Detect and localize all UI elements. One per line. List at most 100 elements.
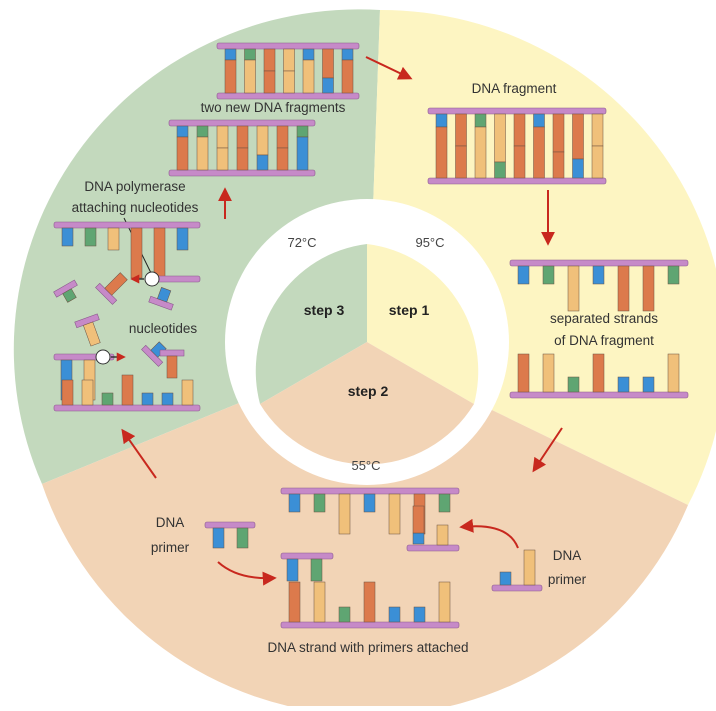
dna-polymerase bbox=[144, 271, 160, 287]
free-nucleotide bbox=[159, 349, 185, 379]
attached-primer-right-base bbox=[436, 524, 449, 546]
extension-strand-bottom-base bbox=[121, 374, 134, 406]
separated-strand-top-base bbox=[542, 265, 555, 285]
separated-strands-label-2: of DNA fragment bbox=[554, 333, 654, 348]
dna-fragment-base bbox=[474, 113, 487, 128]
new-fragment-bottom-base bbox=[276, 125, 289, 149]
free-primer-right-base bbox=[523, 549, 536, 586]
dna-fragment-base bbox=[435, 113, 448, 128]
step3-label: step 3 bbox=[304, 302, 345, 318]
separated-strand-top-base bbox=[667, 265, 680, 285]
step2-label: step 2 bbox=[348, 383, 389, 399]
dna-fragment-base bbox=[591, 113, 604, 147]
new-fragment-bottom-base bbox=[196, 125, 209, 138]
attached-primer-right-base bbox=[412, 505, 425, 534]
extension-strand-top-base bbox=[84, 227, 97, 247]
annealing-strand-bottom-base bbox=[388, 606, 401, 623]
two-new-fragments-label: two new DNA fragments bbox=[201, 100, 346, 115]
dna-fragment-base bbox=[533, 126, 545, 179]
attached-primer-left-base bbox=[286, 558, 299, 582]
primer-right-label-1: DNA bbox=[553, 548, 582, 563]
new-fragment-top-base bbox=[283, 70, 295, 94]
annealing-strand-bottom-base bbox=[438, 581, 451, 623]
separated-strand-top-base bbox=[642, 265, 655, 312]
dna-fragment-label: DNA fragment bbox=[472, 81, 557, 96]
separated-strand-bottom-base bbox=[617, 376, 630, 393]
new-fragment-top-base bbox=[244, 48, 256, 61]
annealing-strand-top-base bbox=[438, 493, 451, 513]
new-fragment-top-base bbox=[302, 59, 315, 94]
free-primer-left-backbone bbox=[204, 521, 256, 529]
new-fragment-bottom-base bbox=[276, 147, 289, 171]
new-fragment-bottom-base bbox=[236, 125, 249, 149]
separated-strand-bottom-base bbox=[517, 353, 530, 393]
dna-fragment-base bbox=[474, 126, 487, 179]
dna-fragment-base bbox=[572, 158, 584, 179]
annealing-strand-top-base bbox=[288, 493, 301, 513]
polymerase-label-2: attaching nucleotides bbox=[72, 200, 199, 215]
dna-fragment-base bbox=[513, 145, 526, 179]
annealing-strand-bottom-backbone bbox=[280, 621, 460, 629]
dna-fragment-base bbox=[455, 113, 467, 147]
annealing-strand-top-base bbox=[388, 493, 401, 535]
step1-label: step 1 bbox=[389, 302, 430, 318]
step3-temp: 72°C bbox=[287, 235, 316, 250]
extension-strand-bottom-base bbox=[161, 392, 174, 406]
new-fragment-top-base bbox=[224, 59, 237, 94]
arrow-primer-left bbox=[217, 561, 277, 586]
new-fragment-top-base bbox=[224, 48, 237, 61]
extension-strand-top-base bbox=[176, 227, 189, 251]
free-nucleotide bbox=[141, 341, 167, 367]
separated-strand-bottom-base bbox=[667, 353, 680, 393]
annealing-strand-top-backbone bbox=[280, 487, 460, 495]
separated-strands-label-1: separated strands bbox=[550, 311, 658, 326]
extension-strand-bottom-base bbox=[141, 392, 154, 406]
dna-polymerase bbox=[95, 349, 111, 365]
new-fragment-top-base bbox=[283, 48, 295, 72]
dna-fragment-base bbox=[591, 145, 604, 179]
primer-left-label-2: primer bbox=[151, 540, 190, 555]
annealing-strand-top-base bbox=[313, 493, 326, 513]
dna-fragment-base bbox=[552, 113, 565, 153]
extension-strand-top-base bbox=[61, 227, 74, 247]
new-fragment-bottom-base bbox=[216, 125, 229, 149]
free-nucleotide bbox=[74, 313, 101, 347]
annealing-strand-bottom-base bbox=[338, 606, 351, 623]
primer-left-label-1: DNA bbox=[156, 515, 185, 530]
free-primer-left-base bbox=[212, 527, 225, 549]
annealing-strand-bottom-base bbox=[413, 606, 426, 623]
strand-with-primers-label: DNA strand with primers attached bbox=[267, 640, 468, 655]
extension-strand-bottom-base bbox=[61, 379, 74, 406]
arrow-step3-to-step1 bbox=[365, 56, 413, 80]
attached-primer-right-base bbox=[412, 532, 425, 545]
polymerase-label-1: DNA polymerase bbox=[84, 179, 185, 194]
dna-fragment-base bbox=[455, 145, 467, 179]
new-fragment-bottom-base bbox=[176, 125, 189, 138]
new-fragment-top-base bbox=[263, 70, 276, 94]
free-primer-right-backbone bbox=[491, 584, 543, 592]
attached-primer-right-backbone bbox=[406, 544, 460, 552]
nucleotides-label: nucleotides bbox=[129, 321, 198, 336]
annealing-strand-bottom-base bbox=[288, 581, 301, 623]
free-nucleotide bbox=[95, 272, 128, 305]
new-fragment-bottom-base bbox=[176, 136, 189, 171]
dna-fragment-top-backbone bbox=[427, 107, 607, 115]
separated-strand-bottom-base bbox=[592, 353, 605, 393]
new-fragment-bottom-base bbox=[296, 125, 309, 138]
extension-strand-bottom-base bbox=[101, 392, 114, 406]
extension-strand-bottom-backbone bbox=[53, 404, 201, 412]
arrow-step2-to-step3 bbox=[121, 428, 157, 479]
inner-sector-step3 bbox=[255, 244, 367, 404]
annealing-strand-bottom-base bbox=[313, 581, 326, 623]
annealing-strand-bottom-base bbox=[363, 581, 376, 623]
attached-primer-left-base bbox=[310, 558, 323, 582]
annealing-strand-top-base bbox=[338, 493, 351, 535]
new-fragment-bottom-base bbox=[256, 154, 269, 171]
dna-fragment-base bbox=[513, 113, 526, 147]
new-fragment-top-base bbox=[263, 48, 276, 72]
dna-fragment-base bbox=[572, 113, 584, 160]
free-primer-right-base bbox=[499, 571, 512, 586]
inner-sector-step1 bbox=[367, 244, 479, 404]
nucleotide-base bbox=[83, 321, 101, 347]
